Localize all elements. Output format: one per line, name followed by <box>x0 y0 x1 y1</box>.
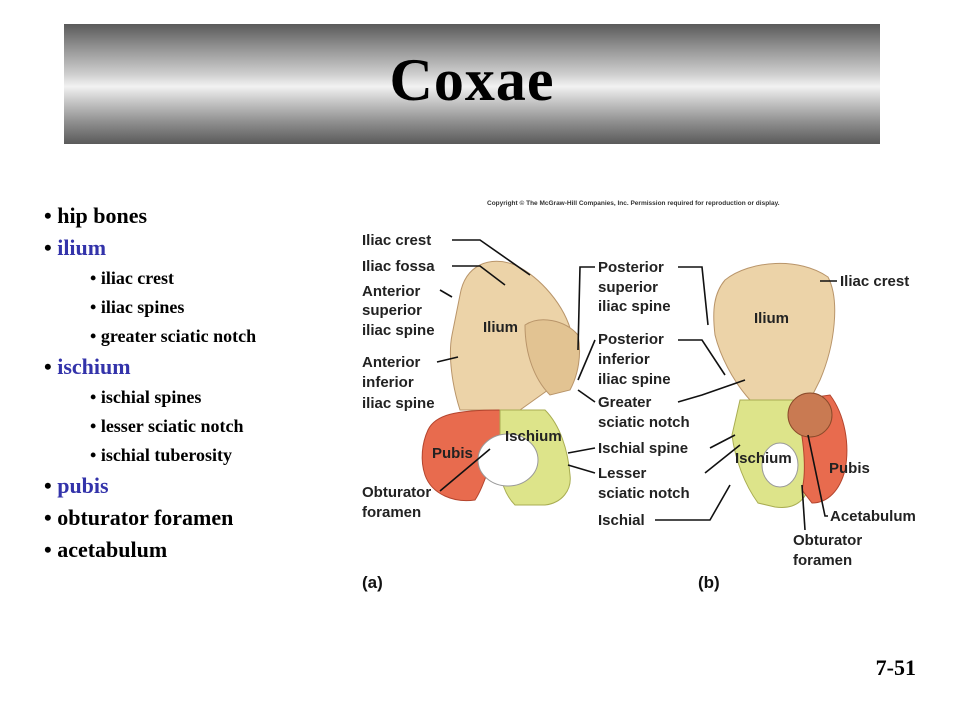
sub-bullet-item: • ischial tuberosity <box>90 445 232 465</box>
bullet-list: • hip bones • ilium • iliac crest • ilia… <box>44 200 256 566</box>
svg-text:Greater: Greater <box>598 394 652 411</box>
posterior-ilium-a <box>524 319 581 396</box>
svg-text:iliac spine: iliac spine <box>362 322 435 339</box>
svg-text:inferior: inferior <box>598 351 650 368</box>
title-bar: Coxae <box>64 24 880 144</box>
bullet-item: • hip bones <box>44 203 148 228</box>
svg-text:Obturator: Obturator <box>793 532 862 549</box>
pubis-region-a <box>421 409 501 502</box>
svg-text:Ischial spine: Ischial spine <box>598 440 688 457</box>
panel-b-labels: Iliac crest Acetabulum Obturator foramen <box>793 273 916 569</box>
svg-text:iliac spine: iliac spine <box>598 298 671 315</box>
bullet-item: • pubis <box>44 473 109 498</box>
sub-bullet-item: • lesser sciatic notch <box>90 416 244 436</box>
panel-b-tag: (b) <box>698 573 720 592</box>
sub-bullet-item: • iliac spines <box>90 297 185 317</box>
svg-text:Iliac fossa: Iliac fossa <box>362 258 435 275</box>
svg-text:Ischium: Ischium <box>735 450 792 467</box>
bullet-item: • acetabulum <box>44 537 168 562</box>
bullet-item: • ischium <box>44 354 131 379</box>
svg-text:Obturator: Obturator <box>362 484 431 501</box>
svg-text:Lesser: Lesser <box>598 465 647 482</box>
svg-text:Anterior: Anterior <box>362 283 421 300</box>
hip-bone-illustration: Copyright © The McGraw-Hill Companies, I… <box>362 199 916 592</box>
svg-text:Ischium: Ischium <box>505 428 562 445</box>
panel-b-bone: Ilium Ischium Pubis <box>713 262 870 509</box>
middle-labels: Posterior superior iliac spine Posterior… <box>567 259 746 529</box>
svg-text:Pubis: Pubis <box>829 460 870 477</box>
svg-text:Posterior: Posterior <box>598 331 664 348</box>
svg-text:superior: superior <box>362 302 422 319</box>
panel-a-labels: Iliac crest Iliac fossa Anterior superio… <box>362 232 531 521</box>
acetabulum-b <box>787 392 833 438</box>
svg-text:Ischial: Ischial <box>598 512 645 529</box>
svg-text:Anterior: Anterior <box>362 354 421 371</box>
ilium-region-b <box>713 262 836 401</box>
svg-text:Iliac crest: Iliac crest <box>840 273 909 290</box>
svg-text:Ilium: Ilium <box>483 319 518 336</box>
page-number: 7-51 <box>875 655 916 680</box>
sub-bullet-item: • greater sciatic notch <box>90 326 257 346</box>
hip-bone-figure: Copyright © The McGraw-Hill Companies, I… <box>340 185 940 605</box>
svg-text:Iliac crest: Iliac crest <box>362 232 431 249</box>
bullet-item: • ilium <box>44 235 107 260</box>
svg-text:iliac spine: iliac spine <box>598 371 671 388</box>
sub-bullet-item: • iliac crest <box>90 268 174 288</box>
bullet-item: • obturator foramen <box>44 505 234 530</box>
svg-text:Posterior: Posterior <box>598 259 664 276</box>
svg-text:sciatic notch: sciatic notch <box>598 414 690 431</box>
copyright-notice: Copyright © The McGraw-Hill Companies, I… <box>487 199 780 207</box>
svg-text:sciatic notch: sciatic notch <box>598 485 690 502</box>
svg-text:Ilium: Ilium <box>754 310 789 327</box>
svg-text:Pubis: Pubis <box>432 445 473 462</box>
obturator-foramen-b <box>761 442 799 488</box>
panel-a-bone: Ilium Ischium Pubis <box>421 260 581 506</box>
svg-text:superior: superior <box>598 279 658 296</box>
svg-text:foramen: foramen <box>793 552 852 569</box>
slide-title: Coxae <box>389 47 555 113</box>
svg-text:foramen: foramen <box>362 504 421 521</box>
panel-a-tag: (a) <box>362 573 383 592</box>
svg-text:iliac spine: iliac spine <box>362 395 435 412</box>
sub-bullet-item: • ischial spines <box>90 387 202 407</box>
svg-text:inferior: inferior <box>362 374 414 391</box>
svg-text:Acetabulum: Acetabulum <box>830 508 916 525</box>
